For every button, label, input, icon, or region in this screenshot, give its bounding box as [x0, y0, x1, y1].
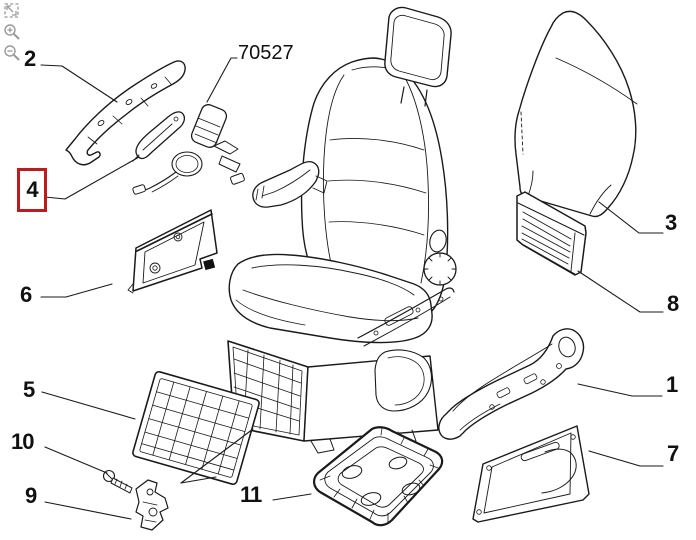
seat-assembly-drawing	[227, 6, 457, 454]
part-1-drawing[interactable]	[438, 328, 585, 440]
zoom-out-icon[interactable]	[3, 44, 20, 61]
fit-to-screen-icon[interactable]	[3, 2, 20, 19]
callout-5[interactable]: 5	[23, 377, 35, 402]
part-11-drawing[interactable]	[313, 426, 444, 527]
viewer-toolbar	[3, 2, 20, 61]
part-2-drawing[interactable]	[65, 60, 186, 166]
callout-8[interactable]: 8	[667, 291, 679, 316]
callout-1[interactable]: 1	[666, 372, 678, 397]
part-6-drawing[interactable]	[127, 209, 218, 294]
part-9-drawing[interactable]	[135, 479, 169, 531]
leader-lines	[40, 57, 664, 520]
placement-arrow	[180, 428, 254, 484]
callout-10[interactable]: 10	[11, 429, 35, 454]
part-10-drawing[interactable]	[102, 469, 133, 494]
part-4-drawing[interactable]	[132, 111, 186, 162]
callout-4[interactable]: 4	[26, 177, 38, 202]
part-70527-buckle-drawing[interactable]	[132, 103, 245, 195]
callout-9[interactable]: 9	[25, 483, 37, 508]
callout-11[interactable]: 11	[240, 482, 262, 507]
callout-3[interactable]: 3	[665, 210, 677, 235]
selected-callout-highlight-box[interactable]: 4	[17, 168, 47, 212]
callout-7[interactable]: 7	[667, 441, 679, 466]
part-7-drawing[interactable]	[472, 425, 590, 523]
zoom-in-icon[interactable]	[3, 23, 20, 40]
callout-6[interactable]: 6	[20, 282, 32, 307]
part-8-drawing[interactable]	[516, 191, 587, 276]
part-3-drawing[interactable]	[514, 10, 638, 218]
part-code-label[interactable]: 70527	[238, 42, 294, 64]
part-5-drawing[interactable]	[132, 370, 260, 486]
callout-2[interactable]: 2	[24, 46, 36, 71]
